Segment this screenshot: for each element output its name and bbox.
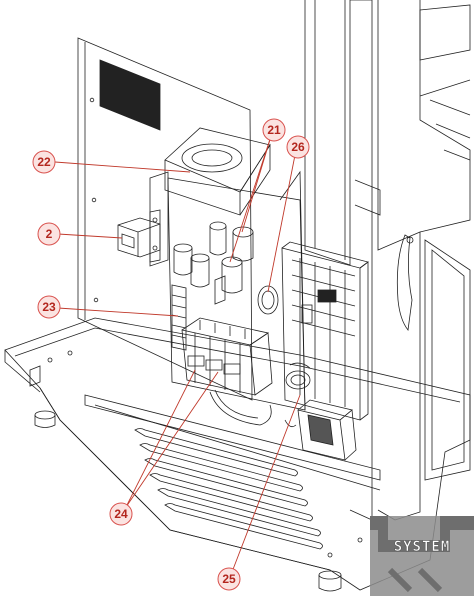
contactor-part-2 bbox=[117, 209, 161, 263]
callout-label-2: 2 bbox=[46, 227, 53, 241]
callout-25: 25 bbox=[217, 567, 241, 591]
leader-lines bbox=[54, 132, 301, 573]
callout-label-24: 24 bbox=[114, 507, 128, 521]
callout-22: 22 bbox=[32, 150, 56, 174]
callout-label-25: 25 bbox=[222, 572, 236, 586]
system-watermark-logo: SYSTEM bbox=[370, 516, 474, 596]
terminal-strip bbox=[171, 284, 187, 351]
callout-label-26: 26 bbox=[291, 140, 305, 154]
rear-panel bbox=[77, 37, 253, 401]
callout-2: 2 bbox=[37, 222, 61, 246]
callout-label-21: 21 bbox=[267, 123, 281, 137]
callout-23: 23 bbox=[37, 295, 61, 319]
watermark-text: SYSTEM bbox=[394, 539, 451, 555]
base-vent-slots bbox=[134, 428, 323, 550]
callout-24: 24 bbox=[109, 502, 133, 526]
capacitors bbox=[173, 221, 254, 305]
callout-label-22: 22 bbox=[37, 155, 51, 169]
circuit-breakers bbox=[181, 317, 273, 396]
callout-26: 26 bbox=[286, 135, 310, 159]
electrical-plate bbox=[167, 170, 306, 426]
callout-label-23: 23 bbox=[42, 300, 56, 314]
base-tray bbox=[4, 317, 471, 592]
callout-21: 21 bbox=[262, 118, 286, 142]
control-board bbox=[281, 241, 369, 461]
